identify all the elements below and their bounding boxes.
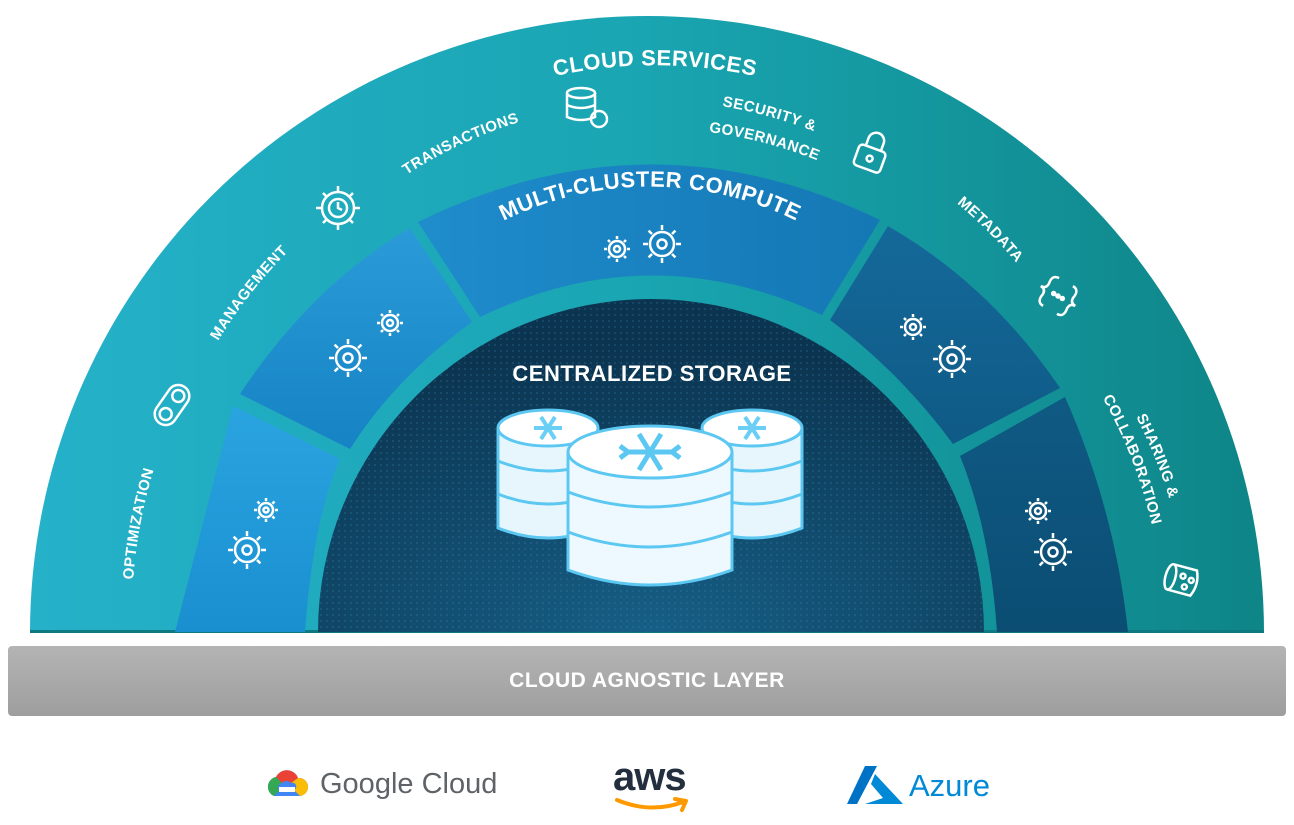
provider-azure: Azure [845, 764, 990, 808]
azure-logo [847, 766, 903, 804]
database-sync-icon [565, 86, 609, 129]
cloud-agnostic-layer-label: CLOUD AGNOSTIC LAYER [509, 669, 785, 692]
compute-segment-4 [830, 226, 1060, 444]
provider-azure-name: Azure [909, 768, 990, 803]
provider-google-cloud-name: Google Cloud [320, 767, 498, 800]
google-cloud-logo [267, 770, 309, 796]
compute-segment-3 [418, 164, 880, 317]
database-share-icon [1163, 563, 1199, 598]
storage-title: CENTRALIZED STORAGE [512, 361, 791, 386]
gear-clock-icon [316, 186, 360, 230]
aws-logo: aws [613, 755, 687, 799]
architecture-diagram: CLOUD SERVICES MULTI-CLUSTER COMPUTE CEN… [30, 16, 1264, 633]
pill-toggle-icon [153, 383, 191, 427]
snowflake-database-icon [496, 408, 804, 587]
compute-segment-2 [240, 228, 472, 449]
gears-icon [228, 225, 1072, 571]
cloud-agnostic-layer: CLOUD AGNOSTIC LAYER [8, 646, 1286, 716]
provider-google-cloud: Google Cloud [262, 766, 497, 802]
aws-smile-icon [615, 797, 688, 812]
provider-aws: aws [613, 755, 695, 814]
lock-icon [852, 131, 887, 174]
compute-segment-1 [175, 406, 340, 632]
